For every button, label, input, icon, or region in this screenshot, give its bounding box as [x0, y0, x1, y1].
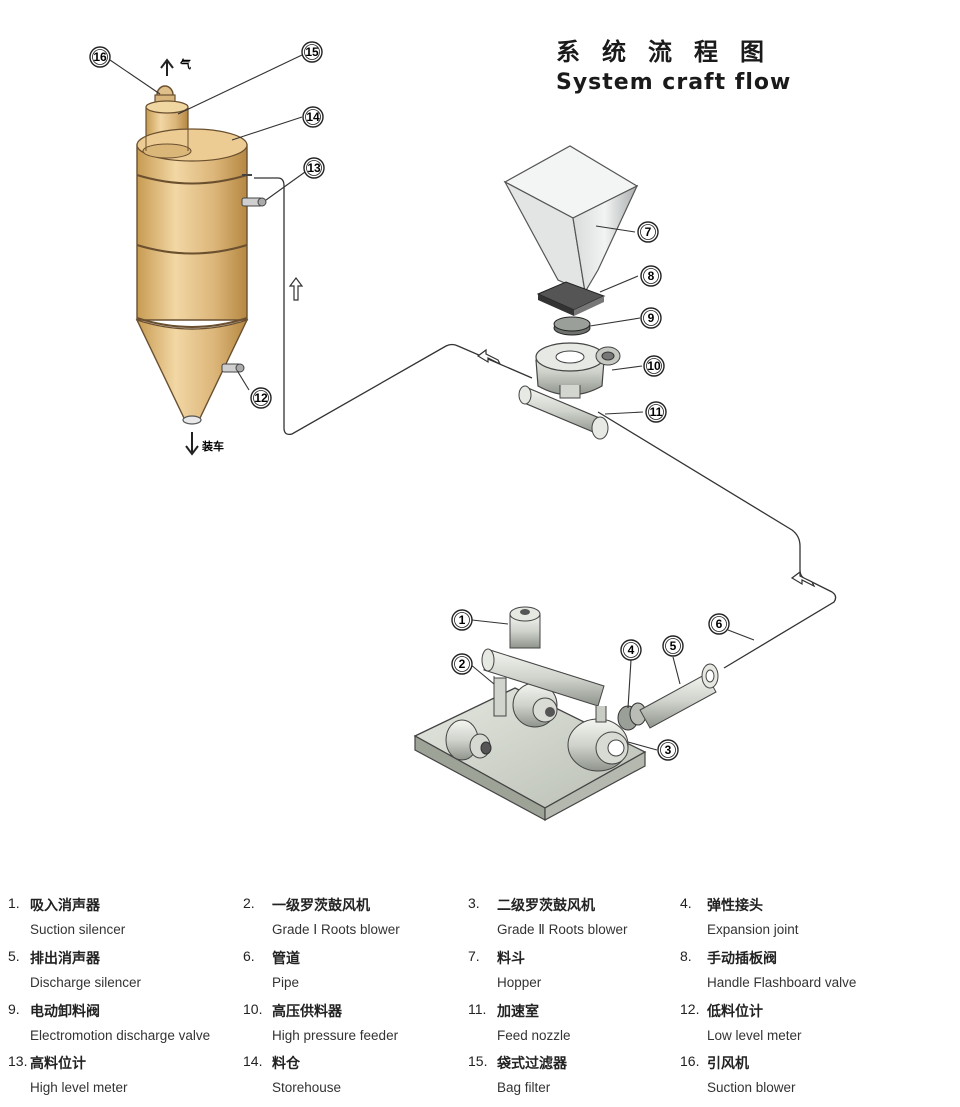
- storehouse-tank: [135, 85, 267, 425]
- callout-5: 5: [662, 635, 684, 657]
- legend-label-en: Hopper: [497, 975, 542, 990]
- legend-label-en: Electromotion discharge valve: [30, 1028, 211, 1043]
- callout-13: 13: [303, 157, 325, 179]
- legend-number: 10.: [243, 1001, 263, 1017]
- legend-label-en: Suction silencer: [30, 922, 126, 937]
- legend-label-en: High level meter: [30, 1080, 128, 1095]
- load-out-arrow-icon: [185, 432, 199, 456]
- legend-label-en: Handle Flashboard valve: [707, 975, 857, 990]
- legend-label-zh: 弹性接头: [707, 898, 763, 914]
- flow-arrow-icon: [288, 277, 816, 588]
- callout-number: 16: [93, 50, 107, 64]
- legend-label-en: High pressure feeder: [272, 1028, 399, 1043]
- legend-number: 2.: [243, 895, 255, 911]
- callout-number: 2: [459, 657, 466, 671]
- air-out-arrow-icon: [160, 58, 174, 76]
- legend-label-zh: 手动插板阀: [707, 951, 777, 967]
- legend-label-en: Suction blower: [707, 1080, 796, 1095]
- callout-number: 5: [670, 639, 677, 653]
- air-out-label: 气: [179, 57, 191, 71]
- callout-lines: [109, 54, 755, 751]
- callout-9: 9: [640, 307, 662, 329]
- callout-number: 6: [716, 617, 723, 631]
- legend-label-en: Feed nozzle: [497, 1028, 571, 1043]
- callout-number: 13: [307, 161, 321, 175]
- legend-label-en: Bag filter: [497, 1080, 551, 1095]
- legend-number: 8.: [680, 948, 692, 964]
- callout-number: 15: [305, 45, 319, 59]
- legend-label-en: Expansion joint: [707, 922, 799, 937]
- legend-label-en: Pipe: [272, 975, 300, 990]
- legend-label-zh: 料仓: [272, 1056, 300, 1072]
- callout-8: 8: [640, 265, 662, 287]
- callout-number: 11: [650, 405, 663, 419]
- callout-number: 4: [628, 643, 635, 657]
- blower-unit: [413, 606, 719, 822]
- callout-number: 7: [645, 225, 652, 239]
- legend-label-zh: 高料位计: [30, 1056, 86, 1072]
- callout-number: 12: [254, 391, 268, 405]
- callout-number: 3: [665, 743, 672, 757]
- callout-1: 1: [451, 609, 473, 631]
- legend-number: 4.: [680, 895, 692, 911]
- callout-7: 7: [637, 221, 659, 243]
- legend-number: 9.: [8, 1001, 20, 1017]
- legend-number: 12.: [680, 1001, 700, 1017]
- callout-11: 11: [645, 401, 667, 423]
- callout-number: 10: [647, 359, 661, 373]
- callout-number: 9: [648, 311, 655, 325]
- callout-6: 6: [708, 613, 730, 635]
- legend-label-en: Grade Ⅱ Roots blower: [497, 922, 628, 937]
- callout-number: 8: [648, 269, 655, 283]
- legend-label-en: Grade Ⅰ Roots blower: [272, 922, 400, 937]
- component-legend: 1. 吸入消声器 Suction silencer 2. 一级罗茨鼓风机 Grade Ⅰ …: [0, 895, 960, 1107]
- callout-2: 2: [451, 653, 473, 675]
- legend-label-zh: 引风机: [707, 1056, 749, 1072]
- callout-number: 14: [306, 110, 320, 124]
- title-english: System craft flow: [556, 70, 792, 95]
- callout-15: 15: [301, 41, 323, 63]
- legend-label-zh: 吸入消声器: [30, 898, 100, 914]
- legend-label-zh: 料斗: [497, 951, 525, 967]
- legend-label-zh: 袋式过滤器: [497, 1056, 567, 1072]
- callout-4: 4: [620, 639, 642, 661]
- legend-number: 13.: [8, 1053, 28, 1069]
- legend-label-zh: 管道: [272, 951, 300, 967]
- callout-16: 16: [89, 46, 111, 68]
- legend-number: 7.: [468, 948, 480, 964]
- legend-number: 1.: [8, 895, 20, 911]
- legend-label-en: Discharge silencer: [30, 975, 142, 990]
- legend-label-zh: 排出消声器: [30, 951, 100, 967]
- legend-label-zh: 一级罗茨鼓风机: [272, 898, 370, 914]
- legend-label-en: Low level meter: [707, 1028, 802, 1043]
- legend-number: 16.: [680, 1053, 700, 1069]
- legend-label-zh: 二级罗茨鼓风机: [497, 898, 595, 914]
- load-out-label: 装车: [201, 439, 224, 453]
- callout-14: 14: [302, 106, 324, 128]
- callout-3: 3: [657, 739, 679, 761]
- callout-number: 1: [459, 613, 466, 627]
- legend-number: 14.: [243, 1053, 263, 1069]
- legend-number: 11.: [468, 1001, 487, 1017]
- title-chinese: 系统流程图: [556, 38, 786, 66]
- legend-number: 15.: [468, 1053, 488, 1069]
- legend-label-zh: 高压供料器: [272, 1004, 342, 1020]
- legend-label-zh: 电动卸料阀: [30, 1004, 100, 1020]
- legend-label-zh: 低料位计: [707, 1004, 763, 1020]
- callout-12: 12: [250, 387, 272, 409]
- legend-label-zh: 加速室: [497, 1004, 539, 1020]
- legend-label-en: Storehouse: [272, 1080, 342, 1095]
- hopper: [503, 145, 639, 440]
- callout-10: 10: [643, 355, 665, 377]
- legend-number: 6.: [243, 948, 255, 964]
- legend-number: 5.: [8, 948, 20, 964]
- legend-number: 3.: [468, 895, 480, 911]
